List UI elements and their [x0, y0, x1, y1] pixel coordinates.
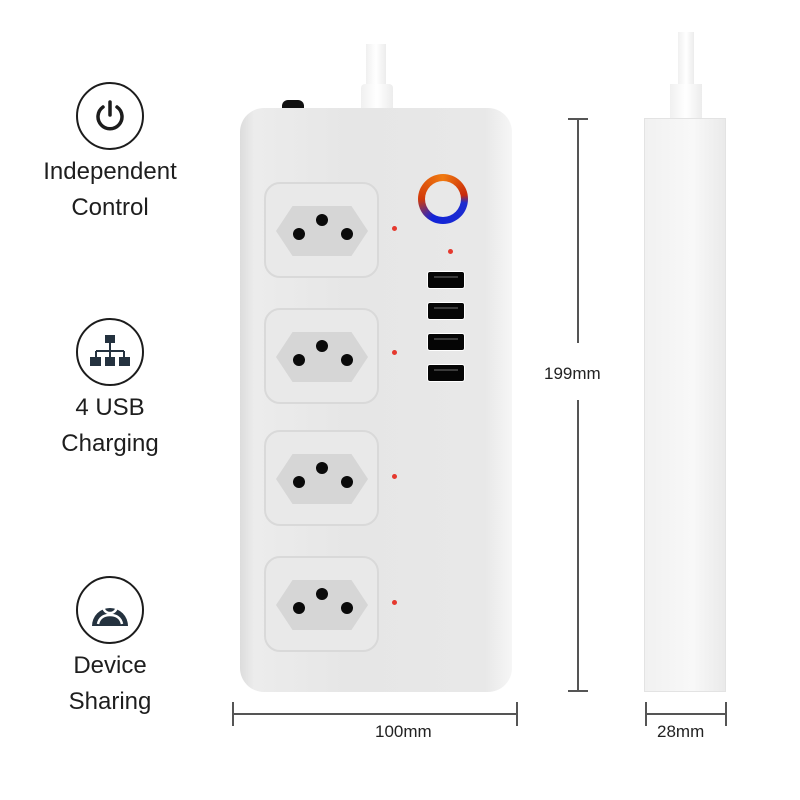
socket-3	[264, 430, 379, 526]
power-cable	[366, 44, 386, 90]
power-strip-side	[644, 118, 726, 692]
dim-line-depth	[645, 713, 726, 715]
feature-label: Device Sharing	[68, 652, 152, 715]
socket-4-led	[392, 600, 397, 605]
socket-2	[264, 308, 379, 404]
dim-tick-bottom	[568, 690, 588, 692]
socket-1	[264, 182, 379, 278]
height-label: 199mm	[544, 364, 601, 383]
socket-2-led	[392, 350, 397, 355]
depth-label: 28mm	[657, 722, 705, 741]
usb-port-2	[428, 303, 464, 319]
width-label: 100mm	[375, 722, 432, 741]
dim-line-width	[232, 713, 518, 715]
power-icon	[76, 82, 144, 150]
usb-port-3	[428, 334, 464, 350]
dim-tick-depth-right	[725, 702, 727, 726]
socket-1-led	[392, 226, 397, 231]
socket-3-led	[392, 474, 397, 479]
side-cable	[678, 32, 694, 88]
reset-button	[282, 100, 304, 110]
socket-4	[264, 556, 379, 652]
side-strain-relief	[670, 84, 702, 118]
feature-usb-charging: 4 USB Charging	[20, 318, 200, 462]
feature-independent-control: Independent Control	[20, 82, 200, 226]
user-profile-icon	[76, 576, 144, 644]
network-hierarchy-icon	[76, 318, 144, 386]
dim-line-height-lower	[577, 400, 579, 691]
usb-port-4	[428, 365, 464, 381]
cable-strain-relief	[361, 84, 393, 110]
feature-label: Independent Control	[43, 158, 177, 221]
usb-port-1	[428, 272, 464, 288]
dim-tick-right	[516, 702, 518, 726]
power-strip-front	[240, 108, 512, 692]
feature-label: 4 USB Charging	[61, 394, 159, 457]
usb-led	[448, 249, 453, 254]
feature-device-sharing: Device Sharing	[20, 576, 200, 720]
power-button-icon	[418, 174, 468, 224]
dim-line-height-upper	[577, 118, 579, 343]
